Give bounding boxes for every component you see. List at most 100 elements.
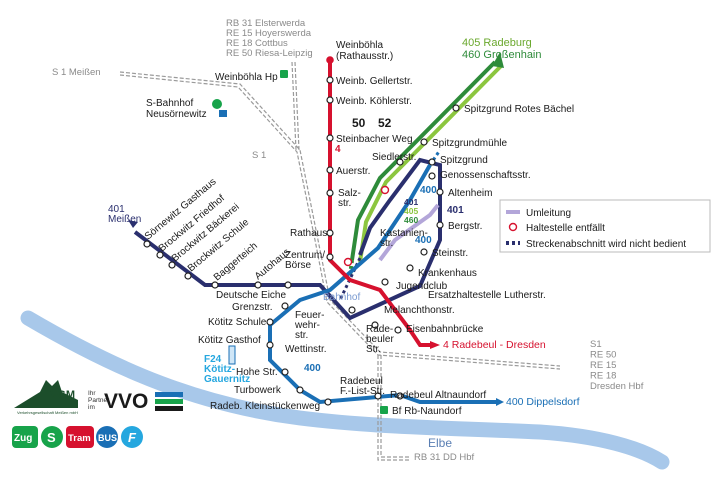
label-steinbacher: Steinbacher Weg xyxy=(336,134,413,145)
label-gellert: Weinb. Gellertstr. xyxy=(336,76,413,87)
legend-entfaellt: Haltestelle entfällt xyxy=(526,223,605,234)
svg-text:F: F xyxy=(128,430,137,445)
line-401-route xyxy=(133,157,442,321)
umleitung-route xyxy=(378,203,440,262)
label-jugendclub: Jugendclub xyxy=(396,281,448,292)
neusoernewitz-bus-icon xyxy=(219,110,227,117)
label-altenheim: Altenheim xyxy=(448,188,492,199)
neusoernewitz-s-icon xyxy=(212,99,222,109)
label-spitzgrundmuehle: Spitzgrundmühle xyxy=(432,138,507,149)
badge-401: 401 xyxy=(447,205,464,216)
label-altnaundorf: Radebeul Altnaundorf xyxy=(390,390,486,401)
label-rathaus: Rathaus xyxy=(290,228,327,239)
rail-lines xyxy=(119,61,561,461)
label-wettin: Wettinstr. xyxy=(285,344,327,355)
mode-bus-icon xyxy=(96,426,118,448)
vvo-logo: VVO xyxy=(104,390,148,413)
label-weinboehla: Weinböhla(Rathausstr.) xyxy=(336,40,393,62)
badge-stack-460: 460 xyxy=(404,215,418,225)
badge-400-c: 400 xyxy=(304,363,321,374)
label-spitzgrund: Spitzgrund xyxy=(440,155,488,166)
ferry-f24-marker xyxy=(228,345,236,365)
weinboehla-hp-icon xyxy=(280,70,288,78)
dest-400: 400 Dippelsdorf xyxy=(506,396,580,408)
dest-460: 460 Großenhain xyxy=(462,49,542,61)
vvo-mark xyxy=(155,392,183,411)
badge-400-a: 400 xyxy=(420,185,437,196)
label-ersatz: Ersatzhaltestelle Lutherstr. xyxy=(428,290,546,301)
line-50-label: 50 xyxy=(352,116,366,130)
mode-icons: Zug S Tram BUS F xyxy=(12,426,143,448)
label-krankenhaus: Krankenhaus xyxy=(418,268,477,279)
label-eiche: Deutsche Eiche xyxy=(216,290,286,301)
label-salz: Salz-str. xyxy=(338,188,361,209)
label-melanchthon: Melanchthonstr. xyxy=(384,305,455,316)
dest-4: 4 Radebeul - Dresden xyxy=(443,339,546,351)
label-kleinstuecken: Radeb. Kleinstückenweg xyxy=(210,401,320,412)
label-turbowerk: Turbowerk xyxy=(234,385,282,396)
line-4-arrow xyxy=(430,341,440,349)
legend-umleitung: Umleitung xyxy=(526,208,571,219)
legend-box xyxy=(499,199,711,253)
mode-s-icon xyxy=(41,426,63,448)
label-siedler: Siedlerstr. xyxy=(372,152,416,163)
rail-s1-label: S 1 xyxy=(252,150,266,161)
label-koetitz-schule: Kötitz Schule xyxy=(208,317,267,328)
label-zentrum: Zentrum/Börse xyxy=(285,250,325,271)
legend-nicht-bedient: Streckenabschnitt wird nicht bedient xyxy=(526,239,686,250)
svg-text:BUS: BUS xyxy=(98,433,117,443)
svg-text:Tram: Tram xyxy=(68,433,91,444)
line-460-route xyxy=(350,60,497,261)
rail-nw-destination: S 1 Meißen xyxy=(52,67,101,78)
naundorf-rail-icon xyxy=(380,406,388,414)
svg-text:Zug: Zug xyxy=(14,433,32,444)
mode-tram-icon xyxy=(66,426,94,448)
badge-stack-405: 405 xyxy=(404,206,418,216)
stop-cancelled-1 xyxy=(380,185,390,195)
ne-arrow xyxy=(492,52,504,68)
svg-text:VGM: VGM xyxy=(50,389,75,401)
badge-stack-401: 401 xyxy=(404,197,418,207)
legend-entfaellt-swatch xyxy=(508,222,518,232)
line-4-label: 4 xyxy=(335,144,341,155)
label-rote-baechel: Spitzgrund Rotes Bächel xyxy=(464,104,574,115)
label-genossenschaft: Genossenschaftsstr. xyxy=(440,170,531,181)
dest-400-arrow xyxy=(496,398,504,406)
label-bahnhof: Bahnhof xyxy=(323,292,360,303)
label-auer: Auerstr. xyxy=(336,166,370,177)
label-kastanien: Kastanien-str. xyxy=(380,228,428,249)
elbe-river xyxy=(20,310,670,470)
mode-ferry-icon xyxy=(121,426,143,448)
badge-400-b: 400 xyxy=(415,235,432,246)
label-grenz: Grenzstr. xyxy=(232,302,273,313)
svg-text:Verkehrsgesellschaft Meißen mb: Verkehrsgesellschaft Meißen mbH xyxy=(17,410,78,415)
stop-cancelled-2 xyxy=(343,257,353,267)
label-eisenbahn: Eisenbahnbrücke xyxy=(406,324,484,335)
stops xyxy=(143,56,460,406)
vgm-logo: VGM Verkehrsgesellschaft Meißen mbH xyxy=(14,380,78,415)
elbe-label: Elbe xyxy=(428,436,452,450)
label-naundorf: Bf Rb-Naundorf xyxy=(392,406,462,417)
label-hohe: Hohe Str. xyxy=(236,367,278,378)
mode-zug-icon xyxy=(12,426,38,448)
rail-south-destination: RB 31 DD Hbf xyxy=(414,452,475,463)
label-feuerwehr: Feuer-wehr-str. xyxy=(294,310,324,341)
label-koetitz-gasthof: Kötitz Gasthof xyxy=(198,335,261,346)
line-52-label: 52 xyxy=(378,116,392,130)
label-weinboehla-hp: Weinböhla Hp xyxy=(215,72,278,83)
svg-text:S: S xyxy=(47,430,56,445)
label-bergstr: Bergstr. xyxy=(448,221,482,232)
label-steinstr: Steinstr. xyxy=(432,248,468,259)
dest-405: 405 Radeburg xyxy=(462,37,532,49)
dest-401-arrow xyxy=(128,220,138,228)
